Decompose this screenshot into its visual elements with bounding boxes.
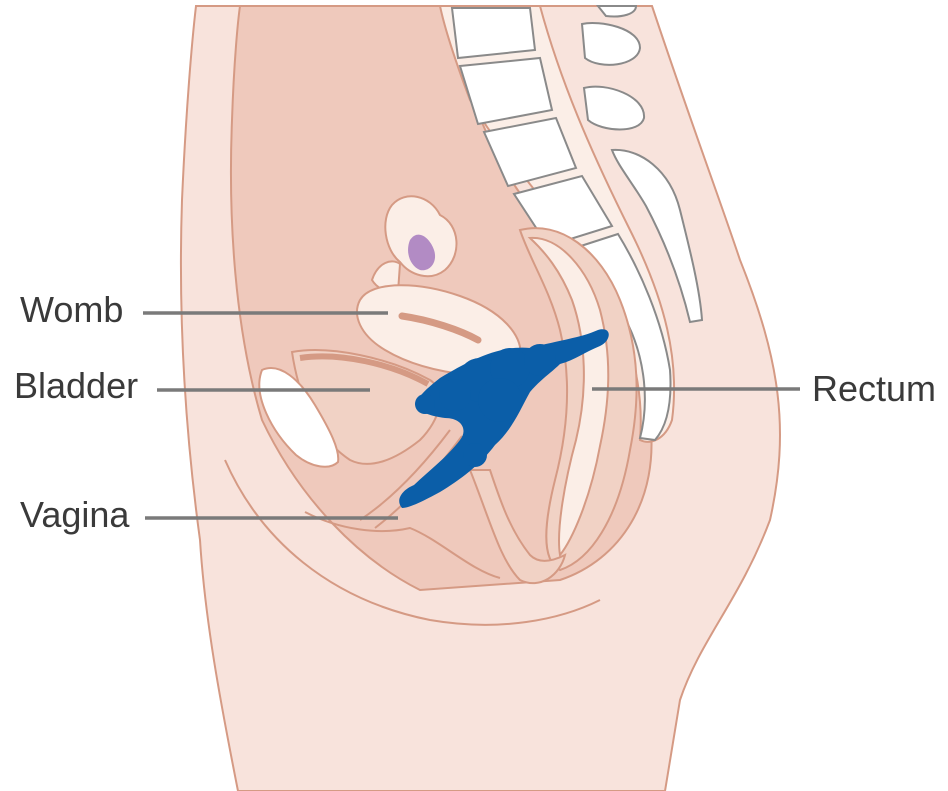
vagina-label: Vagina	[20, 494, 130, 535]
tumour-lobe	[524, 344, 556, 376]
bladder-label: Bladder	[14, 365, 138, 406]
tumour-lobe	[439, 379, 471, 411]
tumour-lobe	[415, 394, 435, 414]
rectum-label: Rectum	[812, 368, 936, 409]
tumour-lobe	[463, 443, 487, 467]
tumour-lobe	[478, 378, 522, 422]
vertebra-1	[452, 8, 535, 58]
womb-label: Womb	[20, 289, 123, 330]
